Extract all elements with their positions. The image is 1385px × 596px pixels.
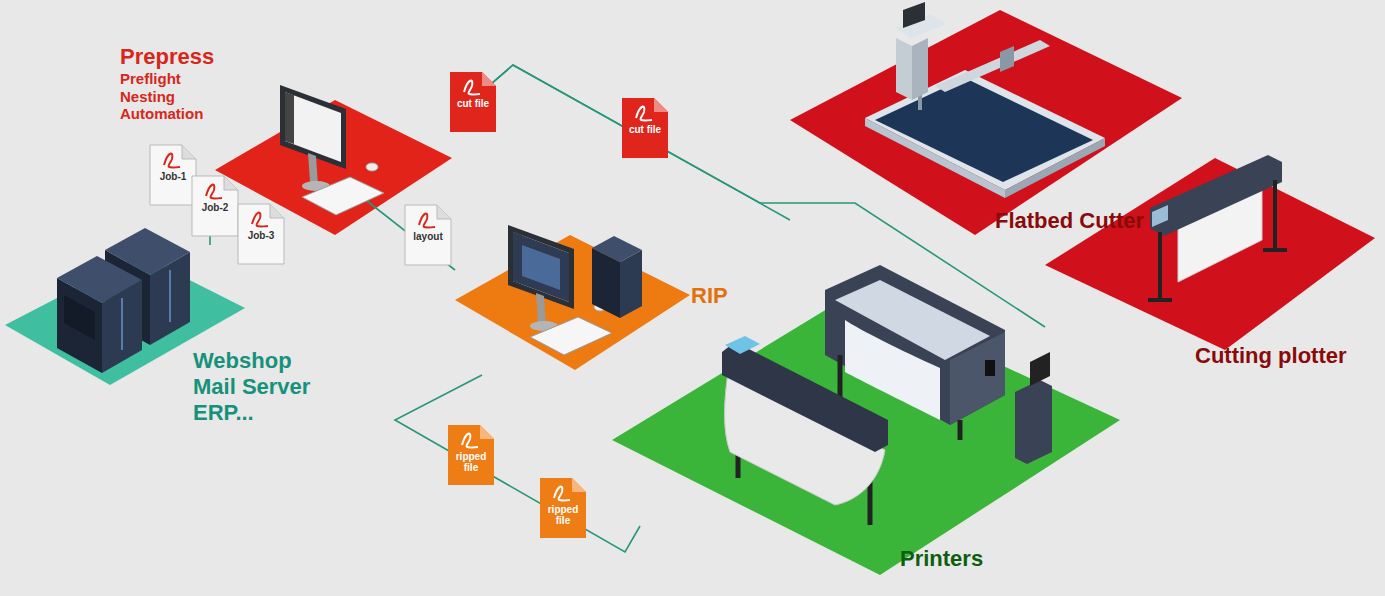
file-label: Job-3	[238, 230, 284, 241]
platform-node: PrepressPreflightNestingAutomation	[115, 40, 455, 190]
cutting-plotter	[1152, 205, 1168, 227]
platform-node: Printers	[640, 265, 1120, 580]
server-towers	[121, 298, 123, 350]
file-icons	[540, 478, 586, 538]
rip-computer	[620, 250, 642, 318]
cutting-plotter	[1150, 155, 1282, 236]
node-heading: Prepress	[120, 44, 214, 70]
flatbed-cutter	[896, 38, 912, 100]
node-label: Printers	[900, 546, 983, 572]
server-towers	[64, 295, 95, 340]
connector-line	[395, 375, 640, 552]
large-format-printers	[845, 320, 940, 420]
cutting-plotter	[1158, 232, 1162, 300]
platform-node: Flatbed Cutter	[790, 8, 1185, 258]
cutting-plotter	[1148, 298, 1172, 302]
node-text: Nesting	[120, 88, 214, 106]
node-text: Preflight	[120, 70, 214, 88]
large-format-printers	[958, 420, 963, 440]
connector-line	[455, 65, 790, 220]
large-format-printers	[985, 360, 995, 376]
node-heading: Flatbed Cutter	[995, 208, 1144, 234]
prepress-computer	[280, 85, 384, 215]
flatbed-cutter	[865, 2, 1105, 198]
green-platform	[612, 295, 1120, 575]
flatbed-cutter	[1000, 46, 1014, 72]
file-icons	[150, 145, 196, 205]
node-label: WebshopMail ServerERP...	[193, 348, 310, 426]
server-towers	[169, 270, 171, 322]
platform-node: Cutting plotter	[1045, 155, 1375, 370]
rip-computer	[592, 236, 642, 262]
flatbed-cutter	[912, 38, 928, 100]
platform-node: WebshopMail ServerERP...	[5, 245, 335, 440]
file-icons	[405, 205, 451, 265]
node-text: Automation	[120, 105, 214, 123]
file-icons	[622, 98, 668, 158]
rip-computer	[522, 245, 560, 290]
node-text: Mail Server	[193, 374, 310, 400]
large-format-printers	[722, 342, 888, 452]
file-label: Job-1	[150, 171, 196, 182]
file-label: cut file	[622, 124, 668, 135]
large-format-printers	[1015, 380, 1052, 464]
file-label: Job-2	[192, 202, 238, 213]
cutting-plotter	[1273, 180, 1277, 250]
cutting-plotter	[1263, 248, 1287, 252]
file-label: layout	[405, 231, 451, 242]
rip-computer	[513, 232, 569, 302]
node-label: Cutting plotter	[1195, 343, 1347, 369]
node-label: RIP	[691, 283, 728, 309]
file-icons	[238, 204, 284, 264]
file-label: cut file	[450, 98, 496, 109]
flatbed-cutter	[935, 40, 1050, 92]
file-label: ripped file	[448, 451, 494, 473]
prepress-computer	[280, 85, 384, 215]
large-format-printers	[825, 265, 1005, 425]
file-icons	[448, 425, 494, 485]
flatbed-cutter	[1005, 138, 1105, 198]
node-label: Flatbed Cutter	[995, 208, 1144, 234]
large-format-printers	[722, 265, 1052, 525]
server-towers	[57, 256, 142, 303]
file-icons	[450, 72, 496, 132]
server-towers	[57, 228, 190, 373]
node-text: ERP...	[193, 400, 310, 426]
flatbed-cutter	[865, 118, 1005, 198]
file-icons	[192, 176, 238, 236]
rip-computer	[508, 225, 642, 355]
platform-node: RIP	[455, 225, 740, 375]
file-icons	[150, 72, 668, 538]
large-format-printers	[950, 332, 1005, 425]
red-platform	[790, 10, 1182, 235]
node-heading: Webshop	[193, 348, 310, 374]
node-label: PrepressPreflightNestingAutomation	[120, 44, 214, 123]
file-label: ripped file	[540, 504, 586, 526]
connector-line	[353, 190, 455, 270]
node-heading: Cutting plotter	[1195, 343, 1347, 369]
flatbed-cutter	[903, 2, 925, 28]
large-format-printers	[1030, 352, 1050, 386]
node-heading: Printers	[900, 546, 983, 572]
cutting-plotter	[1148, 155, 1287, 300]
large-format-printers	[725, 336, 760, 354]
node-heading: RIP	[691, 283, 728, 309]
